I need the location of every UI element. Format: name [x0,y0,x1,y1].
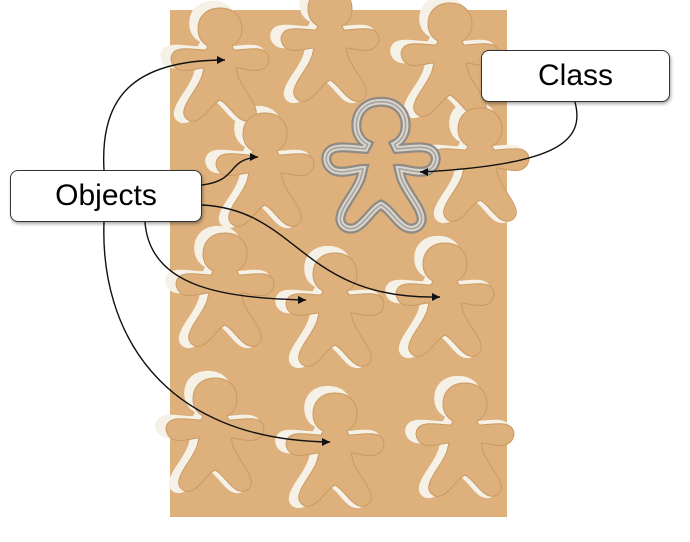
arrow-group [102,56,578,446]
class-label: Class [481,50,670,102]
arrow-line [103,221,331,443]
arrow-line [102,59,226,171]
arrow-head [217,56,225,64]
arrow-line [419,101,578,173]
arrow-line [201,156,259,186]
arrow-head [322,438,330,446]
arrow-head [420,168,428,176]
arrow-head [432,293,440,301]
objects-label: Objects [10,170,202,222]
arrow-line [144,221,307,301]
arrow-head [298,296,306,304]
arrow-line [201,204,441,298]
arrow-head [250,153,258,161]
